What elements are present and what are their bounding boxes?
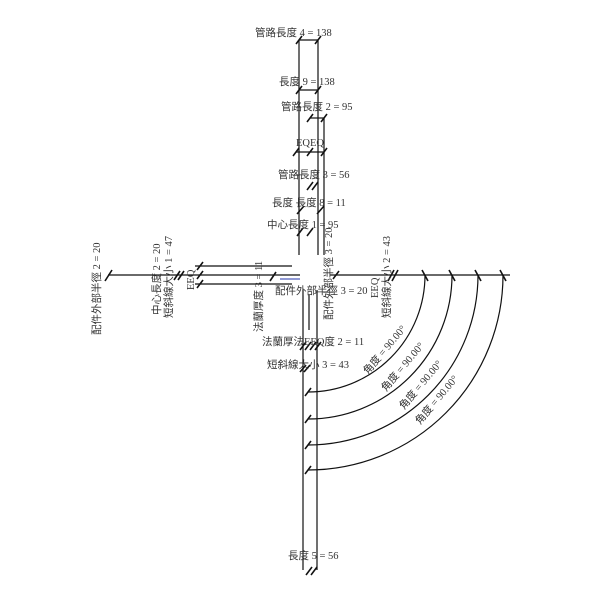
label-eq-left: EEQ [186, 269, 197, 290]
label-flange-2: 法蘭厚法EEQ度 2 = 11 [262, 335, 364, 348]
dimension-ticks [104, 35, 507, 576]
label-fitting-outer-radius-2: 配件外部半徑 2 = 20 [90, 242, 103, 335]
angle-arcs [307, 274, 504, 471]
label-flange-thickness-3: 法蘭厚度 3 = 11 [252, 261, 265, 332]
label-pipe-length-3: 管路長度 3 = 56 [278, 168, 350, 181]
label-center-length-1: 中心長度 1 = 95 [267, 218, 339, 231]
label-short-slash-1: 短斜線大小 1 = 47 [162, 236, 175, 318]
label-center-length-2: 中心長度 2 = 20 [150, 243, 163, 315]
label-fitting-outer-radius-3-vertical: 配件外部半徑 3 = 20 [322, 227, 335, 320]
label-fitting-outer-radius-3: 配件外部半徑 3 = 20 [275, 284, 368, 297]
label-length-8: 長度 長度 8 = 11 [272, 196, 346, 209]
label-eqeq: EQEQ [296, 138, 324, 149]
label-pipe-length-4: 管路長度 4 = 138 [255, 26, 332, 39]
horizontal-pipe [108, 265, 510, 285]
label-pipe-length-2: 管路長度 2 = 95 [281, 100, 353, 113]
dimension-labels: 管路長度 4 = 138 長度 9 = 138 管路長度 2 = 95 EQEQ… [90, 26, 461, 562]
label-short-slash-3: 短斜線大小 3 = 43 [267, 358, 349, 371]
label-length-9: 長度 9 = 138 [279, 75, 335, 88]
label-length-5: 長度 5 = 56 [288, 549, 339, 562]
vertical-pipe [296, 39, 325, 570]
label-short-slash-2: 短斜線大小 2 = 43 [380, 236, 393, 318]
label-eq-right: EEQ [370, 277, 381, 298]
